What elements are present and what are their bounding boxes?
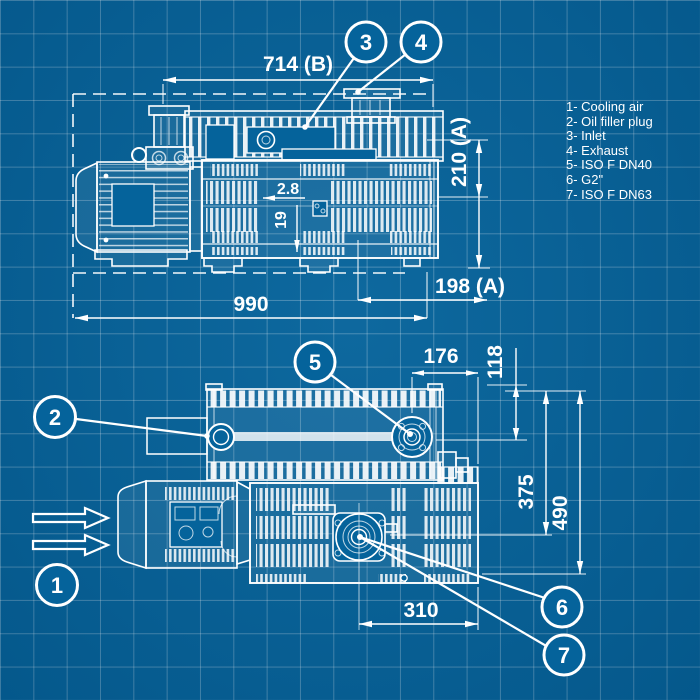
dim-198a: 198 (A) xyxy=(357,197,505,304)
top-port-assembly xyxy=(131,105,194,170)
dim-310: 310 xyxy=(359,587,479,630)
svg-text:6: 6 xyxy=(556,595,568,620)
side-view: 714 (B) 990 210 (A) 198 (A) xyxy=(72,53,505,322)
dim-2-8: 2.8 xyxy=(263,181,305,201)
svg-text:3: 3 xyxy=(360,30,372,55)
dim-210a: 210 (A) xyxy=(427,117,488,198)
iso-dn40-flange xyxy=(391,416,433,458)
callout-3: 3 xyxy=(344,20,388,64)
left-bracket xyxy=(146,417,208,455)
dim-label-118: 118 xyxy=(484,345,507,379)
dim-label-176: 176 xyxy=(423,345,458,368)
pump-housing-plan xyxy=(249,466,479,630)
dim-label-990: 990 xyxy=(233,293,268,316)
svg-text:5: 5 xyxy=(309,350,321,375)
legend-item-iso-f-dn63: 7- ISO F DN63 xyxy=(566,186,652,202)
fin-notch xyxy=(205,124,235,160)
callout-7: 7 xyxy=(542,633,586,677)
plan-view: 176 118 375 490 xyxy=(31,345,586,630)
callout-2: 2 xyxy=(33,395,77,439)
dim-714b: 714 (B) xyxy=(162,53,434,107)
svg-text:1: 1 xyxy=(51,573,63,598)
cooling-air-arrow-icon xyxy=(31,506,111,557)
legend-item-oil-filler-plug: 2- Oil filler plug xyxy=(566,113,653,129)
svg-text:2: 2 xyxy=(49,405,61,430)
dim-label-714b: 714 (B) xyxy=(263,53,333,76)
pump-module-plan xyxy=(146,383,469,481)
legend-item-cooling-air: 1- Cooling air xyxy=(566,99,644,114)
leader-7 xyxy=(359,536,549,648)
dim-label-375: 375 xyxy=(515,474,538,509)
coupling-housing xyxy=(189,166,203,252)
motor-side xyxy=(75,161,191,267)
callouts: 1 2 3 4 5 6 7 xyxy=(33,20,586,677)
dim-118: 118 xyxy=(436,345,527,441)
callout-1: 1 xyxy=(35,563,79,607)
callout-6: 6 xyxy=(540,585,584,629)
dim-label-198a: 198 (A) xyxy=(435,275,505,298)
dim-label-2-8: 2.8 xyxy=(277,181,299,198)
svg-text:7: 7 xyxy=(558,643,570,668)
dim-label-19: 19 xyxy=(273,211,290,229)
legend-item-inlet: 3- Inlet xyxy=(566,128,606,144)
callout-4: 4 xyxy=(399,20,443,64)
leader-2 xyxy=(75,417,208,438)
legend-item-iso-f-dn40: 5- ISO F DN40 xyxy=(566,157,652,173)
lifting-ring xyxy=(131,147,147,163)
leader-3 xyxy=(304,57,355,128)
legend: 1- Cooling air 2- Oil filler plug 3- Inl… xyxy=(566,99,653,202)
dim-375: 375 xyxy=(390,390,586,536)
dim-176: 176 xyxy=(411,345,479,464)
leader-5 xyxy=(330,374,411,435)
leader-6 xyxy=(359,535,546,600)
legend-item-g2: 6- G2" xyxy=(566,171,604,187)
dim-490: 490 xyxy=(482,391,586,575)
exhaust-flange xyxy=(343,88,401,124)
envelope-outline xyxy=(72,93,433,318)
pump-body-side xyxy=(201,159,439,273)
oil-filler-plug xyxy=(207,423,235,451)
motor-plan xyxy=(117,479,251,570)
legend-item-exhaust: 4- Exhaust xyxy=(566,142,629,158)
dim-990: 990 xyxy=(75,272,428,322)
cooling-fin-cylinder xyxy=(184,110,444,162)
leader-4 xyxy=(357,53,407,93)
callout-5: 5 xyxy=(293,340,337,384)
dim-label-310: 310 xyxy=(403,599,438,622)
svg-text:4: 4 xyxy=(415,30,428,55)
dim-19: 19 xyxy=(273,205,300,252)
dim-label-490: 490 xyxy=(549,495,572,530)
dim-label-210a: 210 (A) xyxy=(448,117,471,187)
shaft-axis-band xyxy=(233,432,409,441)
